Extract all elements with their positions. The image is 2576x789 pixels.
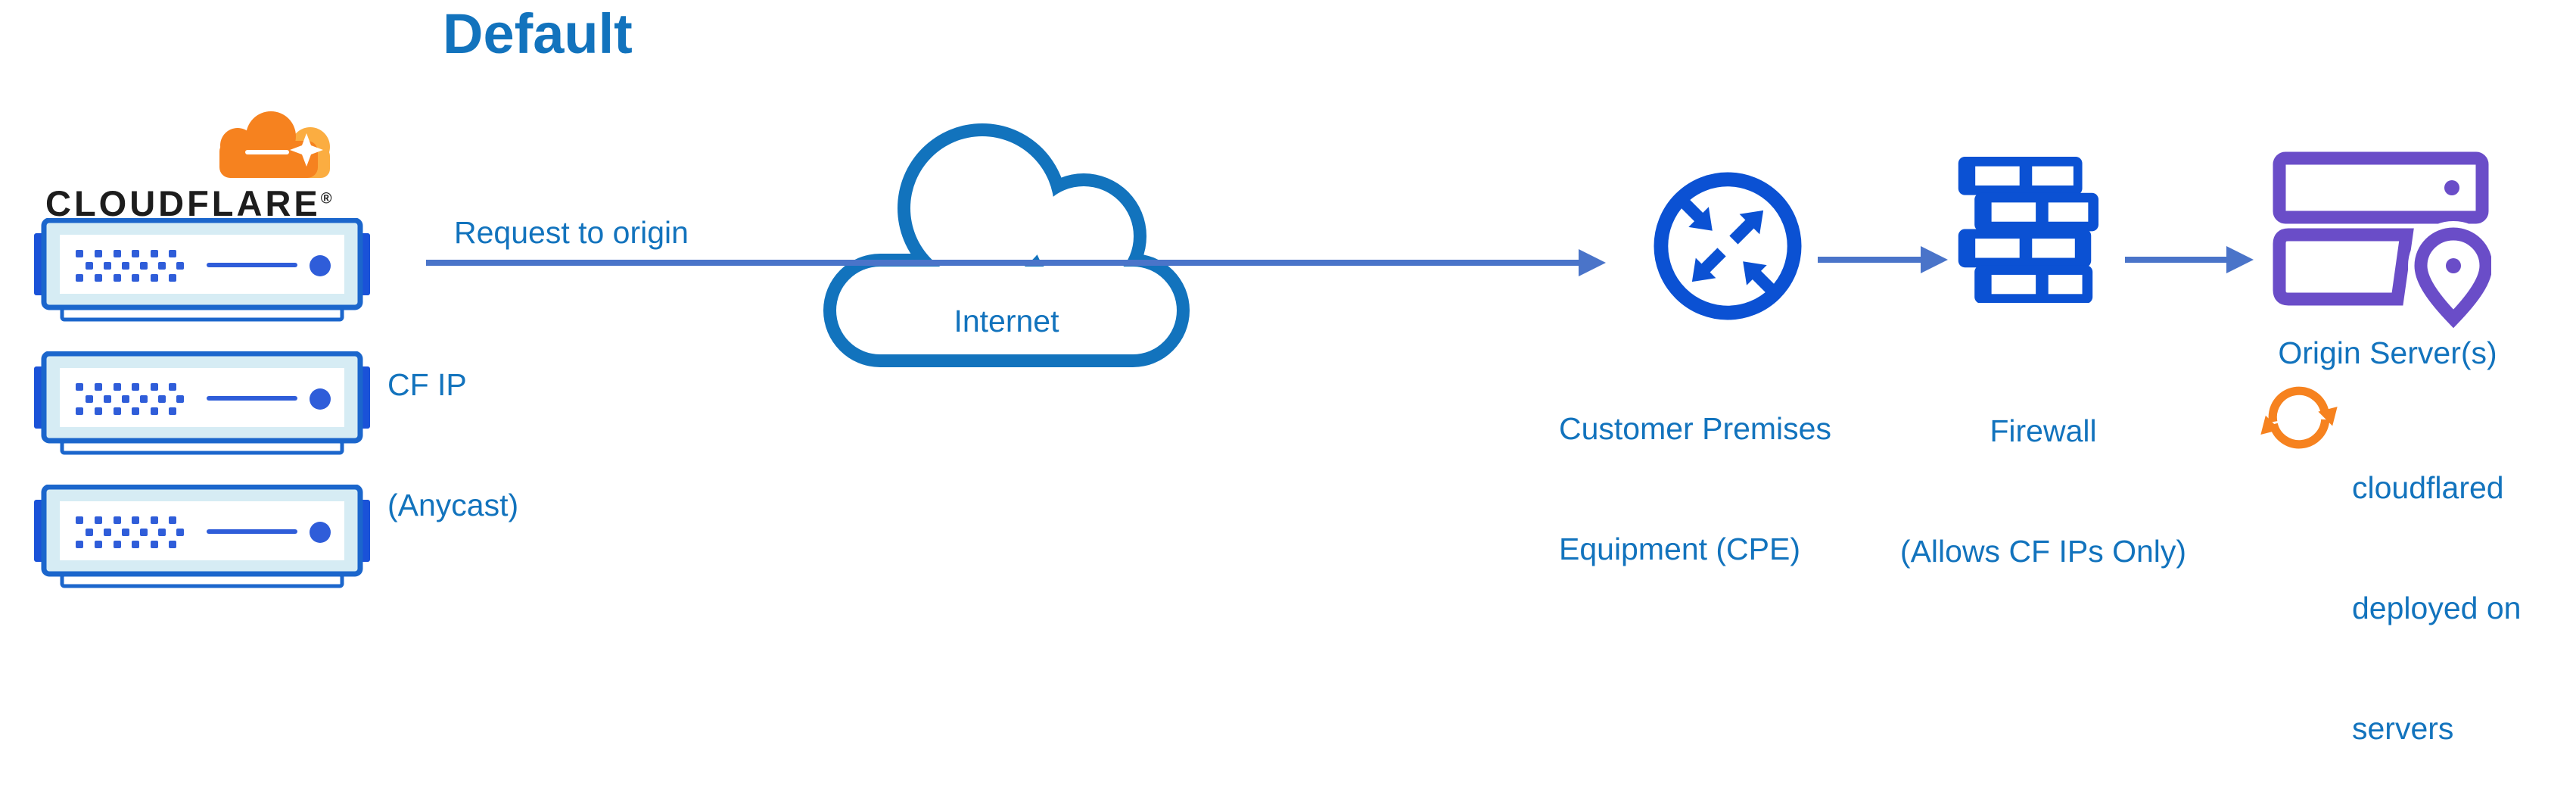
firewall-label-line1: Firewall [1990, 413, 2097, 448]
internet-cloud-icon [823, 123, 1190, 367]
sync-refresh-icon [2260, 386, 2338, 449]
cf-ip-line1: CF IP [387, 367, 467, 402]
cpe-label-line2: Equipment (CPE) [1559, 532, 1801, 566]
server-art [34, 218, 370, 322]
cloudflare-wordmark: CLOUDFLARE® [45, 182, 332, 224]
firewall-icon [1958, 156, 2098, 303]
cloudflared-label: cloudflared deployed on servers [2352, 388, 2521, 789]
cloudflare-logo-cloud-icon [219, 111, 330, 178]
request-line [426, 260, 1579, 266]
location-pin-icon [2407, 220, 2491, 335]
edge-server-icon [34, 218, 370, 322]
origin-server-boxes [2273, 151, 2489, 306]
page-title: Default [443, 2, 633, 65]
cloudflared-line2: deployed on [2352, 591, 2522, 625]
cpe-to-firewall-arrowhead-icon [1921, 246, 1948, 273]
brick-holes [1975, 166, 2089, 295]
server-power-dot [310, 255, 331, 276]
router-ring [1654, 172, 1802, 320]
cloudflared-line3: servers [2352, 711, 2454, 746]
firewall-to-origin-arrowhead-icon [2226, 246, 2254, 273]
cloudflared-line1: cloudflared [2352, 470, 2504, 505]
cpe-label: Customer Premises Equipment (CPE) [1559, 329, 1831, 610]
sync-arcs [2268, 386, 2330, 449]
origin-servers-label: Origin Server(s) [2278, 335, 2497, 370]
logo-swoosh [245, 150, 289, 154]
wordmark-text: CLOUDFLARE [45, 183, 321, 223]
cpe-to-firewall-line [1818, 257, 1921, 263]
cpe-router-icon [1654, 172, 1802, 320]
router-arrows [1678, 196, 1778, 296]
firewall-label-line2: (Allows CF IPs Only) [1899, 534, 2187, 569]
firewall-label: Firewall (Allows CF IPs Only) [1862, 331, 2225, 612]
cf-ip-line2: (Anycast) [387, 488, 519, 522]
request-to-origin-label: Request to origin [454, 215, 689, 250]
request-arrowhead-icon [1579, 249, 1606, 276]
server-art [34, 485, 370, 588]
internet-label: Internet [954, 304, 1059, 338]
cpe-label-line1: Customer Premises [1559, 411, 1831, 446]
edge-server-icon [34, 351, 370, 455]
vent-dots-row1 [76, 250, 176, 257]
server-art [34, 351, 370, 455]
server-slot-line [207, 263, 297, 267]
server-dot [2444, 180, 2459, 195]
registered-mark: ® [320, 190, 332, 207]
origin-servers-icon [2273, 151, 2491, 335]
cf-ip-anycast-label: CF IP (Anycast) [387, 285, 518, 566]
sync-arrowheads [2260, 407, 2338, 435]
logo-flare-spark [290, 133, 323, 167]
firewall-to-origin-line [2125, 257, 2226, 263]
edge-server-icon [34, 485, 370, 588]
vent-dots-row2 [86, 262, 184, 270]
vent-dots-row3 [76, 274, 176, 282]
